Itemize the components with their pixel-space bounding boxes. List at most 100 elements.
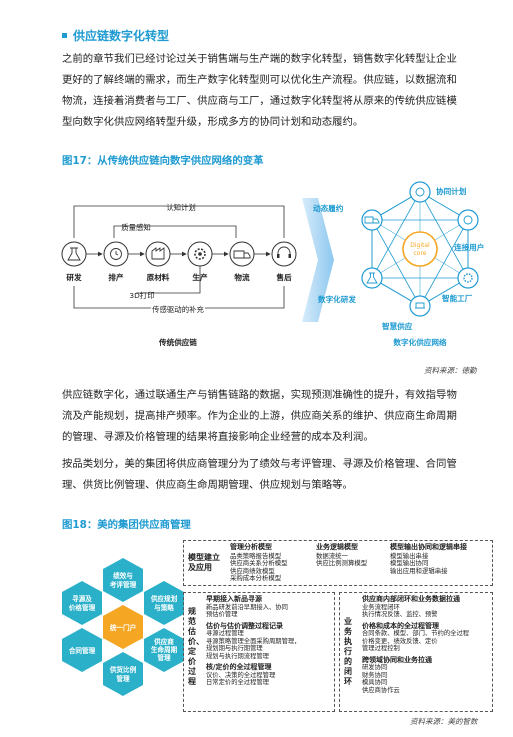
col-item: 模型输出串接 — [390, 551, 429, 560]
group-head: 估价与估价调整过程记录 — [206, 621, 283, 630]
model-col: 模型输出协同和逻辑串接 模型输出串接 模型输出协同 输出应用和逻辑串接 — [390, 543, 492, 575]
node-label: 协同计划 — [436, 186, 467, 196]
hex-label: 寻源及 — [72, 594, 92, 603]
figure-17-title: 图17：从传统供应链向数字供应网络的变革 — [62, 155, 264, 167]
node-smart-factory: 智能工厂 — [442, 267, 479, 303]
pricing-groups: 早期接入新品寻源 新品研发前沿早期接入、协同 预估价管理 估价与估价调整过程记录… — [206, 595, 334, 687]
col-item: 输出应用和逻辑串接 — [390, 566, 448, 575]
node-label: 排产 — [108, 272, 124, 282]
hex-label: 绩效与 — [113, 571, 133, 580]
group-item: 价格变更、绩效反馈、定价 — [362, 637, 438, 645]
figure-18-title: 图18：美的集团供应商管理 — [62, 519, 191, 531]
label-sensor-driven: 传感驱动的补充 — [152, 305, 204, 314]
node-dynamic-fulfill: 动态履约 — [313, 203, 383, 231]
hex-contract: 合同管理 — [62, 628, 102, 672]
group-item: 寻源策略管理全面采购周期管理， — [206, 637, 301, 645]
paragraph-line: 供应链数字化，通过联通生产与销售链路的数据，实现预测准确性的提升，有效指导物 — [62, 389, 457, 401]
group-item: 供应商协作云 — [362, 686, 400, 694]
paragraph-line: 流及产能规划，提高排产频率。作为企业的上游，供应商关系的维护、供应商生命周期 — [62, 410, 457, 422]
hex-supply-ratio: 供货比例 管理 — [103, 652, 143, 696]
headset-icon — [277, 246, 291, 256]
node-label: 售后 — [276, 272, 292, 282]
paragraph-line: 型向数字化供应网络转型升级，形成多方的协同计划和动态履约。 — [62, 116, 364, 128]
group-head: 早期接入新品寻源 — [206, 595, 262, 603]
gear-icon — [194, 248, 206, 260]
figure-18-source: 资料来源：美的智数 — [410, 717, 478, 726]
paragraph-line: 按品类划分，美的集团将供应商管理分为了绩效与考评管理、寻源及价格管理、合同管 — [62, 458, 457, 470]
hex-center: 统一门户 — [103, 605, 143, 649]
group-item: 模具协同 — [362, 679, 388, 686]
model-box: 模型建立 及应用 管理分析模型 品类策略报告模型 供应商关系分析模型 供应商绩效… — [183, 540, 493, 586]
paragraph-digitization: 供应链数字化，通过联通生产与销售链路的数据，实现预测准确性的提升，有效指导物 流… — [62, 385, 492, 448]
transition-arrow-icon — [302, 198, 334, 322]
section-title: 供应链数字化转型 — [62, 27, 169, 44]
col-head: 业务逻辑模型 — [316, 543, 358, 551]
truck-icon — [364, 216, 380, 224]
node-raw-material: 原材料 — [145, 241, 171, 282]
gear-icon — [463, 273, 473, 283]
management-panel: 模型建立 及应用 管理分析模型 品类策略报告模型 供应商关系分析模型 供应商绩效… — [183, 540, 493, 712]
node-label: 研发 — [66, 272, 82, 282]
clock-icon — [110, 248, 122, 260]
col-head: 管理分析模型 — [230, 543, 272, 551]
group-item: 管理过程控制 — [362, 645, 400, 652]
group-item: 寻源过程管理 — [206, 630, 244, 637]
paragraph-line: 物流，连接着消费者与工厂、供应商与工厂，通过数字化转型将从原来的传统供应链模 — [62, 95, 457, 107]
flask-icon — [67, 247, 81, 261]
group-item: 新品研发前沿早期接入、协同 — [206, 603, 288, 611]
hex-label: 供货比例 — [109, 665, 137, 674]
col-item: 供应商关系分析模型 — [230, 559, 288, 568]
hex-label: 价格管理 — [69, 603, 96, 612]
figure-17-diagram: 认知计划 质量感知 研发 排产 原材料 生产 — [61, 181, 484, 347]
node-smart-supply: 智慧供应 — [382, 295, 431, 331]
node-connect-users: 连接用户 — [454, 209, 484, 252]
label-line: 及应用 — [188, 563, 212, 572]
node-label: 动态履约 — [313, 203, 344, 213]
section-title-text: 供应链数字化转型 — [73, 29, 170, 43]
group-head: 供应商内部闭环和业务数据拉通 — [362, 595, 460, 603]
pricing-box: 规范估价、定价过程 早期接入新品寻源 新品研发前沿早期接入、协同 预估价管理 估… — [183, 592, 335, 712]
clock-icon — [415, 187, 425, 197]
execution-box: 业务执行的闭环 供应商内部闭环和业务数据拉通 业务流程闭环 执行情况反馈、监控、… — [339, 592, 493, 712]
digital-supply-network: Digital core 协同计划 连接用户 智能工厂 智慧供应 数字化研发 — [313, 181, 484, 347]
node-rnd: 研发 — [61, 241, 87, 282]
digital-core-label: core — [414, 250, 427, 257]
pricing-box-label: 规范估价、定价过程 — [188, 607, 204, 686]
node-digital-rnd: 数字化研发 — [318, 267, 383, 304]
model-col: 管理分析模型 品类策略报告模型 供应商关系分析模型 供应商绩效模型 采购成本分析… — [230, 543, 312, 583]
group-item: 议价、决策的全过程管理 — [206, 671, 276, 679]
hex-label: 供应商 — [153, 637, 174, 646]
hex-performance: 绩效与 考评管理 — [103, 558, 143, 602]
digital-core-label: Digital — [410, 242, 430, 249]
hex-label: 与策略 — [154, 603, 174, 612]
col-head: 模型输出协同和逻辑串接 — [390, 543, 467, 551]
traditional-supply-chain: 认知计划 质量感知 研发 排产 原材料 生产 — [61, 203, 297, 347]
group-head: 核/定价的全过程管理 — [206, 663, 272, 671]
truck-icon — [233, 250, 251, 259]
group-item: 规划期与执行期管理 — [206, 645, 263, 652]
group-item: 业务流程闭环 — [362, 603, 400, 611]
node-collab-plan: 协同计划 — [409, 181, 467, 203]
hex-sourcing: 寻源及 价格管理 — [62, 581, 102, 625]
hex-label: 合同管理 — [68, 646, 96, 655]
paragraph-line: 的管理、寻源及价格管理的结果将直接影响企业经营的成本及利润。 — [62, 431, 374, 443]
flask-icon — [366, 272, 378, 284]
node-label: 智慧供应 — [382, 321, 413, 331]
hex-label: 生命周期 — [151, 645, 178, 654]
execution-groups: 供应商内部闭环和业务数据拉通 业务流程闭环 执行情况反馈、监控、预警 价格和成本… — [362, 595, 492, 694]
paragraph-intro: 之前的章节我们已经讨论过关于销售端与生产端的数字化转型，销售数字化转型让企业 更… — [62, 49, 492, 133]
factory-icon — [151, 247, 165, 260]
digital-core — [402, 231, 438, 267]
paragraph-midea: 按品类划分，美的集团将供应商管理分为了绩效与考评管理、寻源及价格管理、合同管 理… — [62, 454, 492, 496]
node-label: 智能工厂 — [442, 293, 473, 303]
label-3d-printing: 3D打印 — [129, 291, 154, 300]
execution-box-label: 业务执行的闭环 — [344, 617, 352, 686]
group-item: 规划与执行期流程管理 — [206, 652, 269, 660]
model-box-label: 模型建立 及应用 — [188, 553, 220, 573]
figure-17-source: 资料来源：德勤 — [424, 366, 477, 375]
group-item: 执行情况反馈、监控、预警 — [362, 611, 438, 618]
col-item: 供应比例测算模型 — [316, 559, 368, 568]
label-cognitive-plan: 认知计划 — [166, 203, 196, 212]
col-item: 数据流统一 — [316, 551, 348, 560]
headset-icon — [463, 215, 473, 225]
